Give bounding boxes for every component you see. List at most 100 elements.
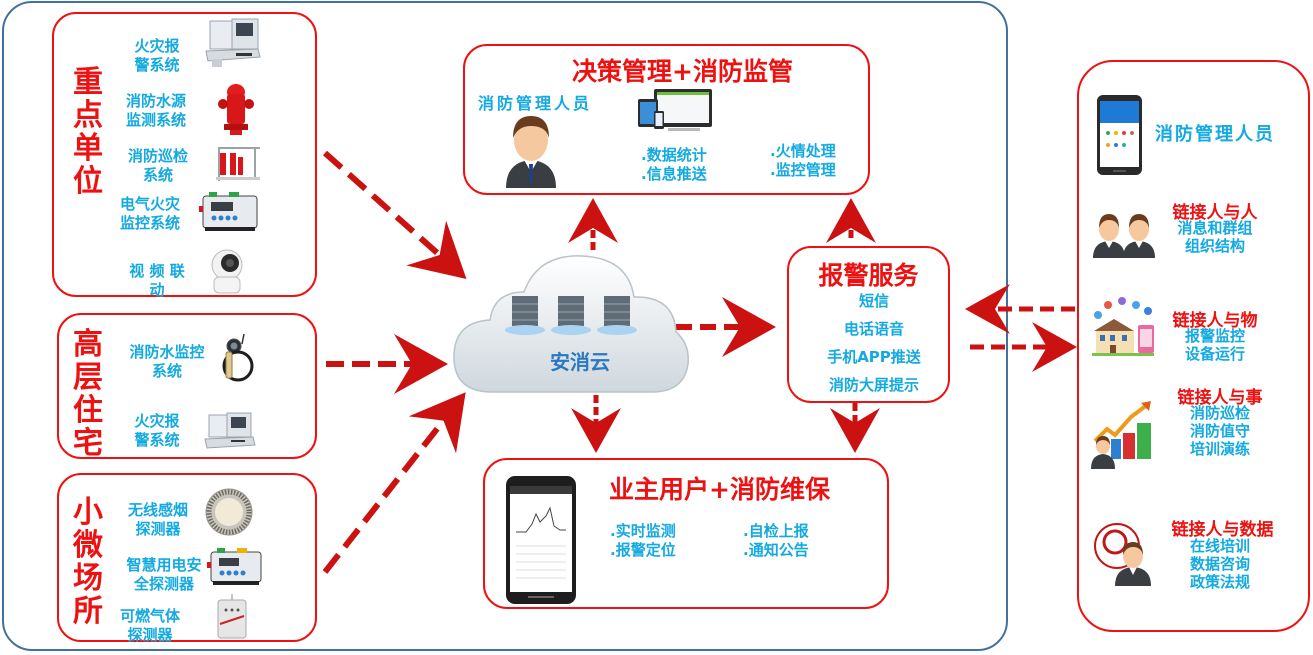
source-title-text: 重点单位 xyxy=(73,65,103,199)
label-line: 监测系统 xyxy=(125,111,186,129)
source-item-label: 火灾报 警系统 xyxy=(107,37,207,75)
right-group-line: 政策法规 xyxy=(1189,573,1250,591)
devices-dashboard-icon xyxy=(638,89,716,133)
label-line: 电气火灾 xyxy=(119,195,180,213)
decision-features-col2: .火情处理 .监控管理 xyxy=(770,142,836,180)
right-group-line: 报警监控 xyxy=(1184,327,1245,345)
fire-alarm-console-icon xyxy=(205,17,261,67)
owner-maintenance-title: 业主用户+消防维保 xyxy=(609,475,830,504)
source-item-label: 消防水监控 系统 xyxy=(112,343,222,381)
electrical-monitor-icon xyxy=(199,190,259,232)
smoke-detector-icon xyxy=(204,487,254,537)
label-line: 警系统 xyxy=(134,56,180,74)
source-item-label: 无线感烟 探测器 xyxy=(104,501,212,539)
right-group-title: 链接人与数据 xyxy=(1171,520,1274,540)
right-group-lines: 消防巡检 消防值守 培训演练 xyxy=(1155,404,1285,458)
right-group-title: 链接人与人 xyxy=(1172,203,1258,223)
source-title-high-rise: 高层住宅 xyxy=(70,328,106,460)
right-group-lines: 消息和群组 组织结构 xyxy=(1150,219,1280,255)
right-group-lines: 在线培训 数据咨询 政策法规 xyxy=(1155,537,1285,591)
label-line: 火灾报 xyxy=(134,37,180,55)
feature-item: .自检上报 xyxy=(743,522,809,540)
right-group-line: 消防巡检 xyxy=(1189,404,1250,422)
label-line: 监控系统 xyxy=(119,214,180,232)
source-box-small-venues xyxy=(57,473,317,642)
owner-features-col2: .自检上报 .通知公告 xyxy=(743,522,809,560)
two-people-icon xyxy=(1093,210,1157,258)
arrow-source1-to-cloud xyxy=(323,150,467,279)
source-item-label: 消防水源 监测系统 xyxy=(100,92,212,130)
feature-item: .信息推送 xyxy=(641,165,707,183)
alarm-service-box xyxy=(787,246,950,403)
right-group-line: 消防值守 xyxy=(1189,422,1250,440)
source-item-label: 视 频 联 动 xyxy=(107,262,207,300)
label-line: 无线感烟 xyxy=(127,501,188,519)
source-title-text: 高层住宅 xyxy=(73,327,103,461)
source-box-high-rise xyxy=(57,313,317,459)
right-group-title: 链接人与物 xyxy=(1172,311,1258,331)
right-panel-header: 消防管理人员 xyxy=(1155,124,1275,145)
feature-item: .报警定位 xyxy=(610,541,676,559)
fire-alarm-console-icon xyxy=(204,411,256,451)
label-line: 系统 xyxy=(142,166,173,184)
source-title-text: 小微场所 xyxy=(73,495,103,629)
target-person-icon xyxy=(1094,520,1155,586)
decision-role-label: 消防管理人员 xyxy=(478,94,593,113)
source-title-small-venues: 小微场所 xyxy=(70,496,106,628)
mobile-app-screenshot-icon xyxy=(506,476,576,604)
label-line: 消防水源 xyxy=(125,92,186,110)
source-box-key-units xyxy=(52,12,317,297)
smart-building-icon xyxy=(1090,295,1160,357)
manager-avatar-icon xyxy=(500,110,562,188)
label-line: 火灾报 xyxy=(134,412,180,430)
cloud-label: 安消云 xyxy=(550,350,610,374)
cloud-node xyxy=(452,252,692,397)
alarm-channel: 短信 xyxy=(858,292,889,310)
alarm-channel: 消防大屏提示 xyxy=(828,376,919,394)
right-group-line: 组织结构 xyxy=(1184,237,1245,255)
source-item-label: 火灾报 警系统 xyxy=(107,412,207,450)
right-group-line: 培训演练 xyxy=(1189,440,1250,458)
feature-item: .监控管理 xyxy=(770,161,836,179)
label-line: 动 xyxy=(149,281,165,299)
owner-features-col1: .实时监测 .报警定位 xyxy=(610,522,676,560)
water-pressure-sensor-icon xyxy=(212,332,257,384)
right-group-line: 数据咨询 xyxy=(1189,555,1250,573)
source-item-label: 智慧用电安 全探测器 xyxy=(104,556,224,594)
label-line: 消防水监控 xyxy=(129,343,205,361)
right-group-title: 链接人与事 xyxy=(1177,388,1263,408)
label-line: 系统 xyxy=(151,362,182,380)
server-icon xyxy=(505,296,545,335)
camera-icon xyxy=(208,247,246,295)
source-item-label: 可燃气体 探测器 xyxy=(100,607,200,645)
electrical-monitor-icon xyxy=(207,546,263,586)
source-title-key-units: 重点单位 xyxy=(70,66,106,198)
growth-chart-person-icon xyxy=(1091,401,1157,469)
gas-detector-icon xyxy=(214,594,250,640)
label-line: 视 频 联 xyxy=(129,262,185,280)
label-line: 全探测器 xyxy=(133,575,194,593)
label-line: 智慧用电安 xyxy=(126,556,202,574)
feature-item: .火情处理 xyxy=(770,142,836,160)
alarm-channel: 手机APP推送 xyxy=(827,348,921,366)
feature-item: .数据统计 xyxy=(641,146,707,164)
alarm-service-title: 报警服务 xyxy=(818,261,919,290)
source-item-label: 电气火灾 监控系统 xyxy=(100,195,200,233)
label-line: 探测器 xyxy=(135,520,181,538)
pump-system-icon xyxy=(212,143,262,183)
decision-title: 决策管理+消防监管 xyxy=(572,57,793,86)
arrow-source3-to-cloud xyxy=(322,392,466,574)
right-group-line: 在线培训 xyxy=(1189,537,1250,555)
label-line: 警系统 xyxy=(134,431,180,449)
right-group-line: 消息和群组 xyxy=(1177,219,1253,237)
fire-hydrant-icon xyxy=(218,82,254,137)
server-icon xyxy=(597,296,637,335)
alarm-channel: 电话语音 xyxy=(843,320,904,338)
decision-features-col1: .数据统计 .信息推送 xyxy=(641,146,707,184)
feature-item: .通知公告 xyxy=(743,541,809,559)
label-line: 可燃气体 xyxy=(119,607,180,625)
label-line: 消防巡检 xyxy=(127,147,188,165)
right-group-line: 设备运行 xyxy=(1184,345,1245,363)
server-icon xyxy=(551,296,591,335)
